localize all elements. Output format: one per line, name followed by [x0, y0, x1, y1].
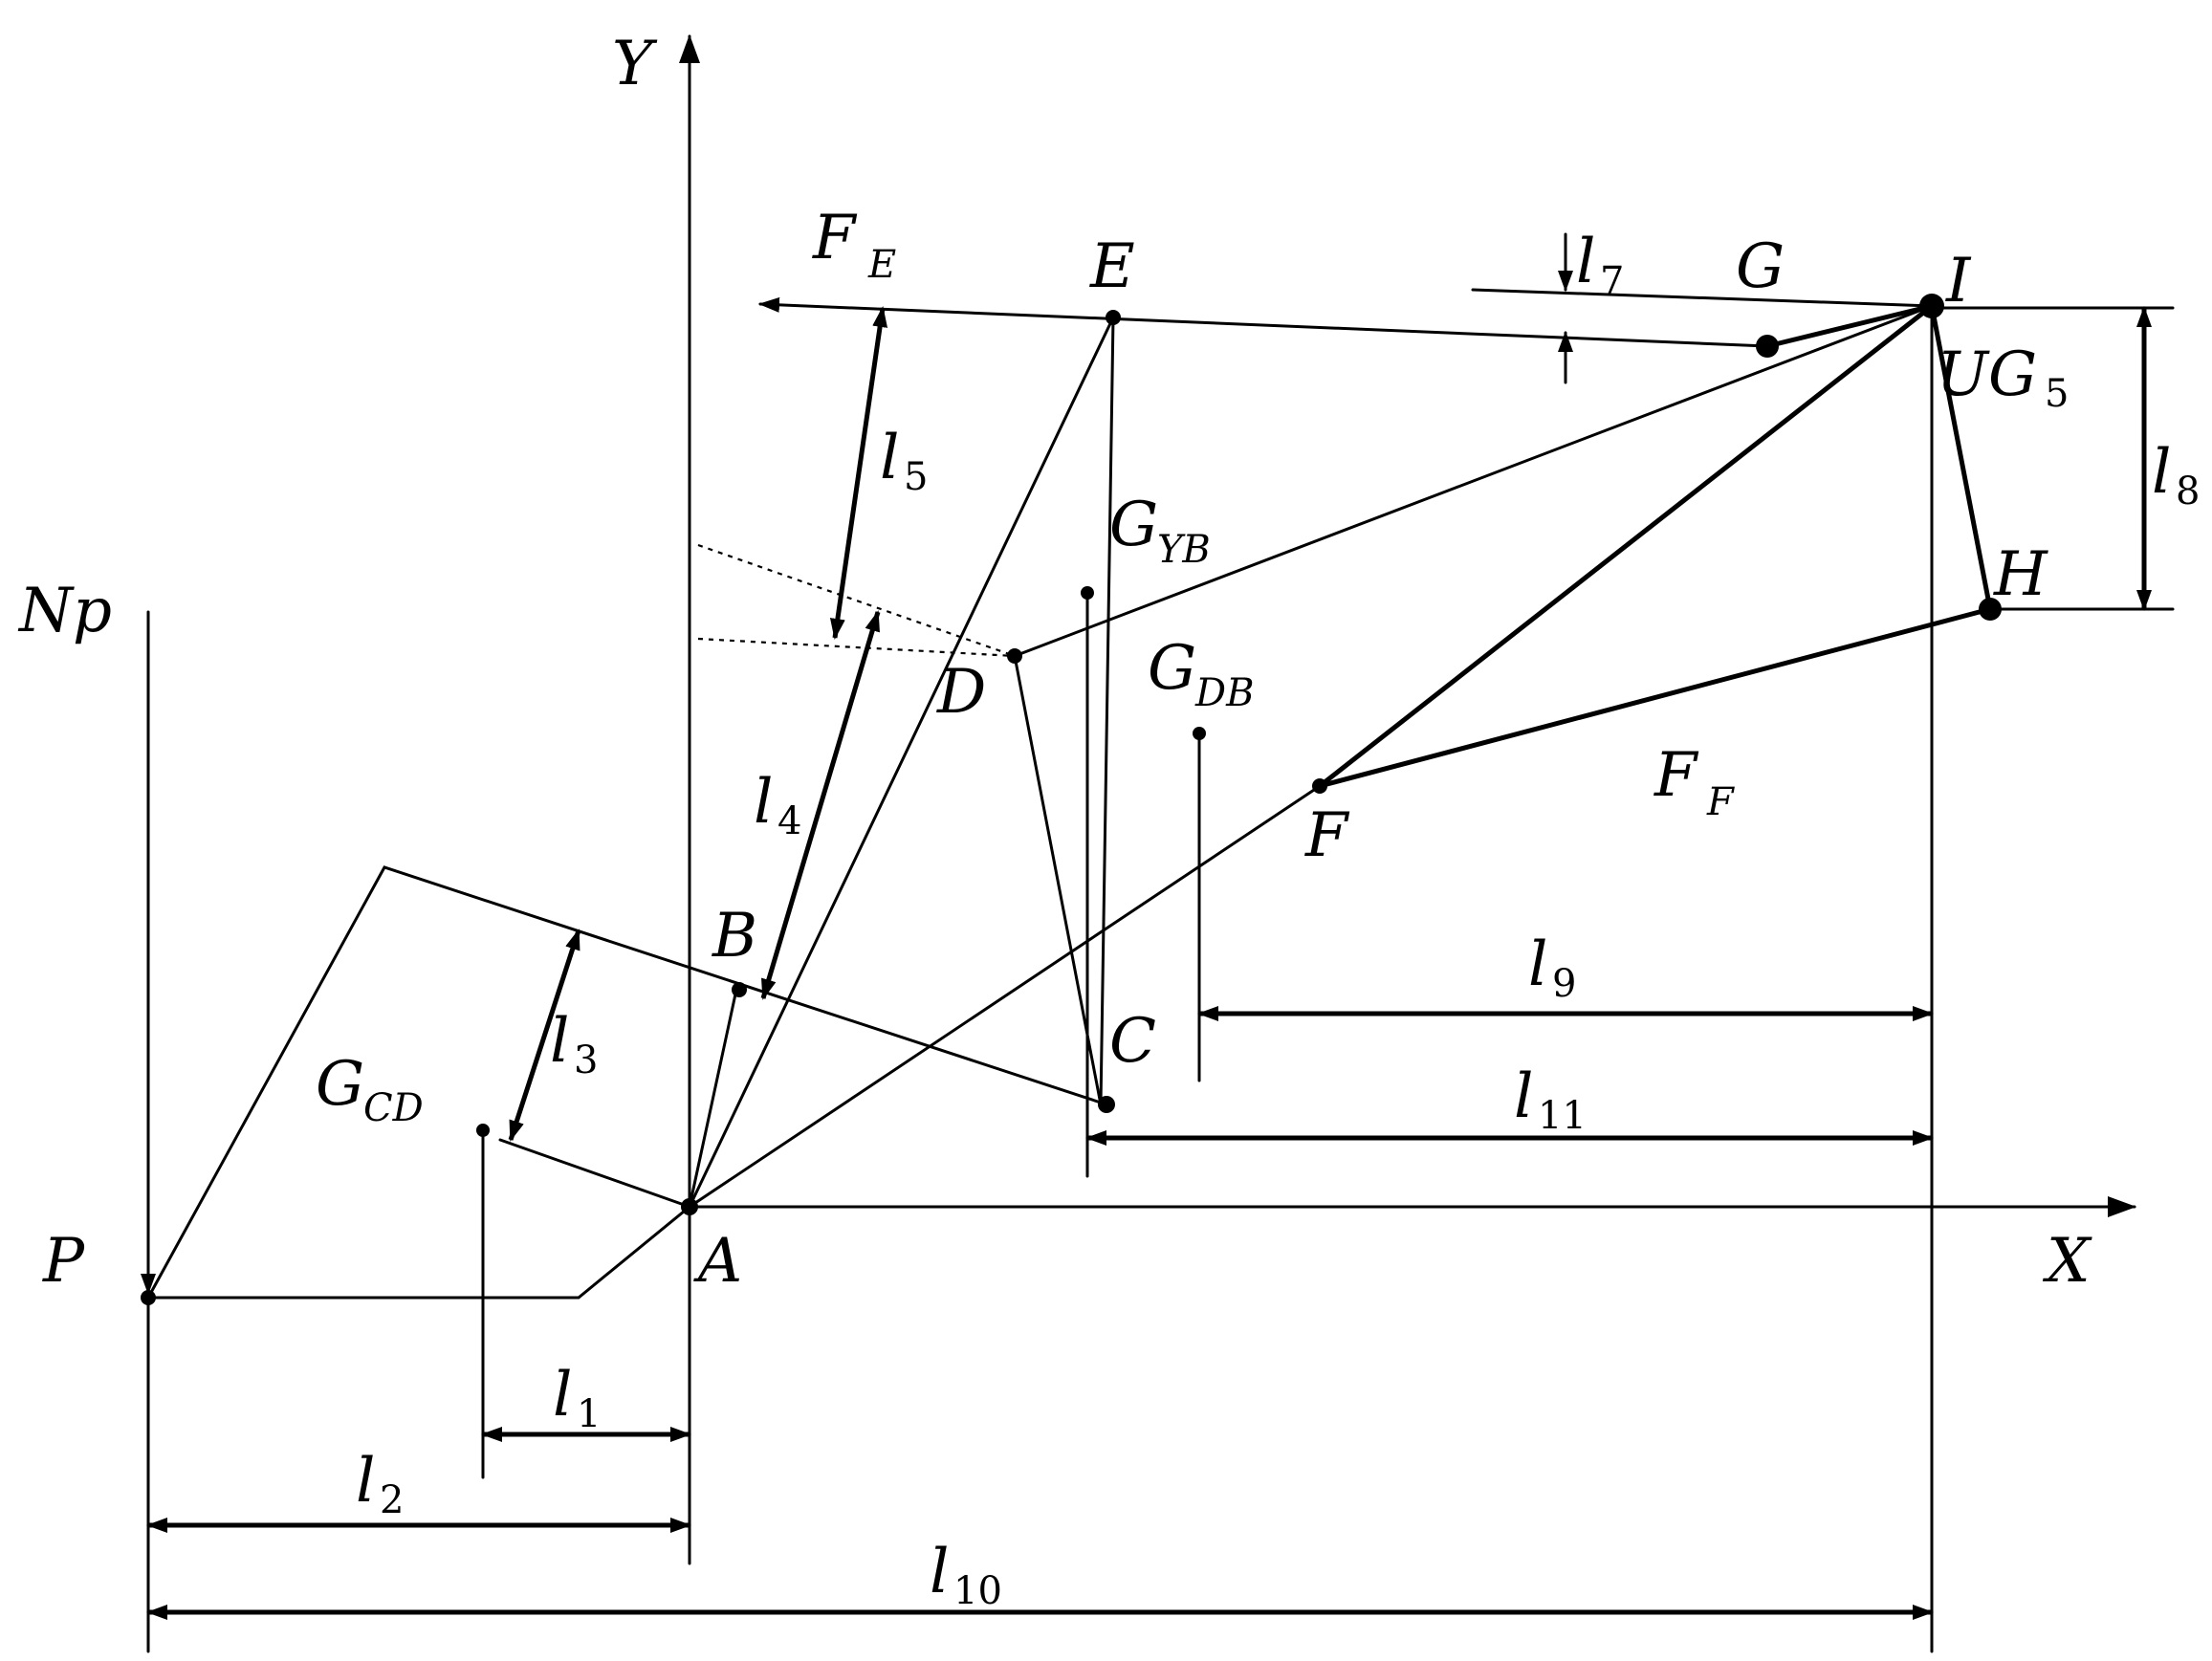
point-label-g: G	[1736, 231, 1785, 302]
force-label-np: Np	[17, 576, 112, 646]
joint-points	[141, 294, 2002, 1305]
point-label-e: E	[1089, 231, 1135, 302]
point-label-a: A	[693, 1226, 742, 1297]
dimension-arrows	[146, 232, 2152, 1620]
weight-label-gdb: GDB	[1148, 633, 1254, 715]
weight-label-gcd: GCD	[316, 1049, 424, 1130]
point-label-b: B	[712, 901, 757, 972]
y-axis-label: Y	[612, 29, 658, 99]
point-label-p: P	[42, 1226, 85, 1297]
weight-label-gyb: GYB	[1109, 490, 1211, 572]
point-label-i: I	[1945, 246, 1972, 317]
point-label-h: H	[1993, 539, 2048, 610]
point-label-f: F	[1304, 800, 1350, 871]
linkage-lines	[141, 288, 2175, 1653]
point-label-d: D	[936, 657, 986, 728]
x-axis-label: X	[2042, 1226, 2092, 1297]
point-label-c: C	[1109, 1006, 1156, 1077]
